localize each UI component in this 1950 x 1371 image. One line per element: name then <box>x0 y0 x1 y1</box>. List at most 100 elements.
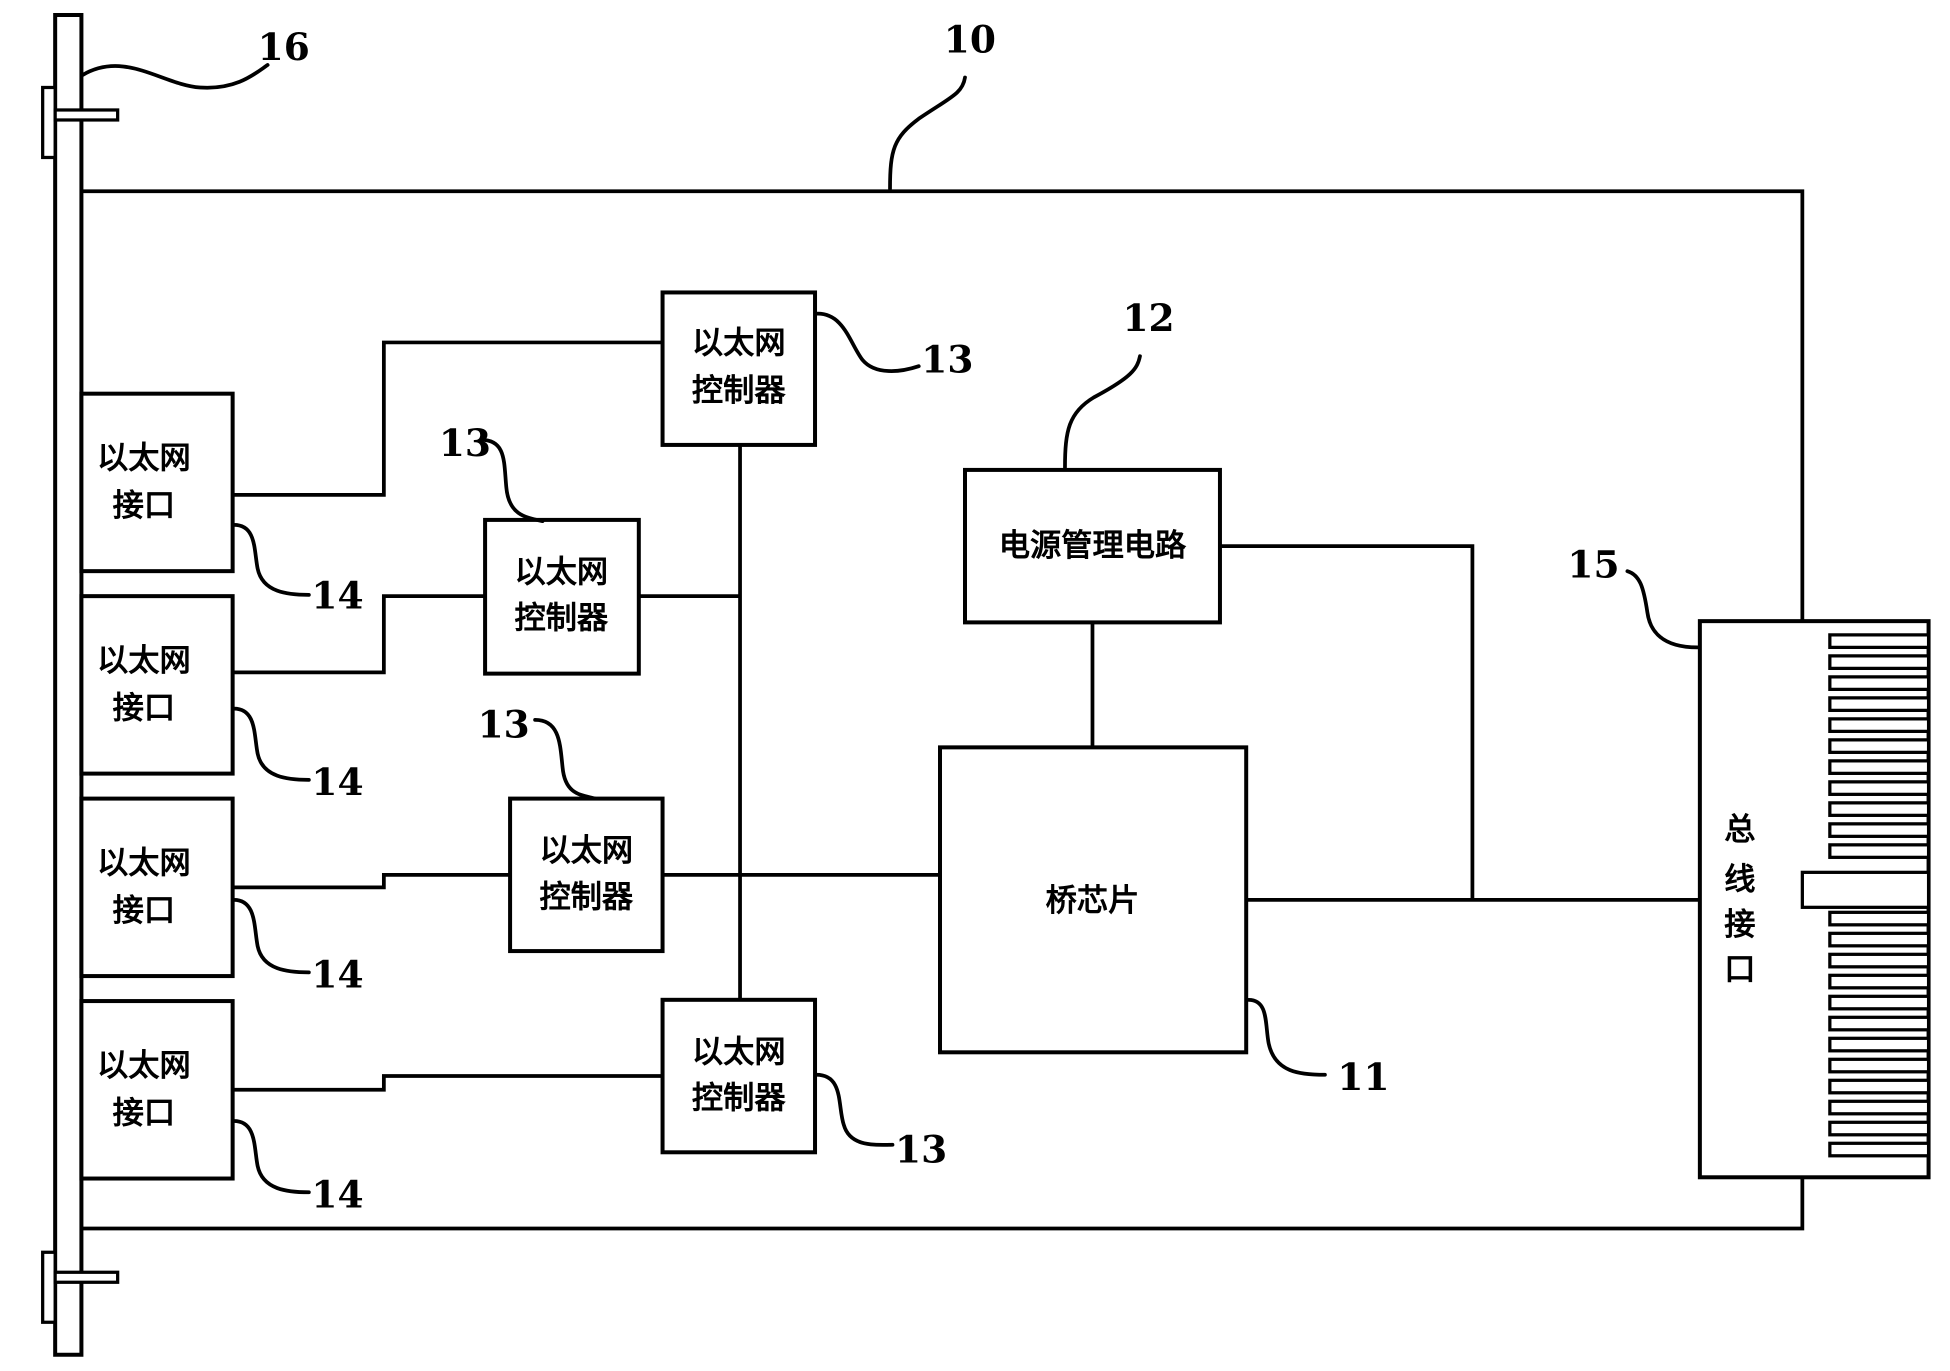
faceplate-bottom-bracket-arm <box>53 1270 120 1284</box>
ethernet-controller-box <box>508 796 665 954</box>
bridge-chip-box <box>938 745 1249 1055</box>
board-outline <box>81 189 1805 1231</box>
power-management-box <box>963 467 1222 625</box>
wire-iface1-ctrl1 <box>232 340 663 497</box>
connector-pin <box>1828 1120 1931 1137</box>
connector-pin <box>1828 931 1931 948</box>
ref-number-14: 14 <box>311 574 363 618</box>
ethernet-controller: 以太网 控制器 <box>483 517 641 676</box>
ethernet-interface-label-line2: 接口 <box>113 488 175 524</box>
ref-number-13: 13 <box>895 1127 947 1171</box>
leader-line-14 <box>232 897 311 975</box>
ref-number-14: 14 <box>311 760 363 804</box>
faceplate-top-bracket-plate <box>41 85 57 160</box>
faceplate <box>41 12 120 1357</box>
faceplate-bottom-bracket-plate <box>41 1250 57 1324</box>
leader-line-12 <box>1063 354 1142 470</box>
bus-interface-label-char: 口 <box>1724 952 1755 988</box>
leader-line-13-top <box>814 311 921 373</box>
ethernet-controller: 以太网 控制器 <box>508 796 665 954</box>
ethernet-interface-label-line2: 接口 <box>113 1096 175 1132</box>
ethernet-controller-label-line2: 控制器 <box>539 879 633 915</box>
leader-line-13-midleft <box>479 438 545 524</box>
faceplate-top-bracket-arm <box>53 108 120 122</box>
bridge-chip-label: 桥芯片 <box>1046 883 1140 919</box>
connector-pin <box>1828 1141 1931 1158</box>
ref-number-10: 10 <box>944 17 996 61</box>
ref-number-14: 14 <box>311 1172 363 1216</box>
ethernet-interface: 以太网 接口 <box>79 796 235 979</box>
wire-iface2-ctrl2 <box>232 594 486 675</box>
ref-number-13: 13 <box>439 421 491 465</box>
connector-pin <box>1828 822 1931 838</box>
ethernet-controller-label-line1: 以太网 <box>514 554 608 590</box>
connector-pin <box>1828 910 1931 927</box>
ethernet-interface: 以太网 接口 <box>79 391 235 574</box>
ref-number-15: 15 <box>1567 542 1619 586</box>
wire-iface3-ctrl3 <box>232 872 511 890</box>
ref-number-16: 16 <box>258 25 310 69</box>
connector-pin <box>1828 633 1931 650</box>
ethernet-controller-box <box>660 290 818 447</box>
reference-callouts: 16 10 13 13 13 13 12 11 15 14 14 14 14 <box>80 17 1700 1216</box>
bus-interface-label-char: 线 <box>1724 862 1755 898</box>
wiring <box>232 340 1700 1092</box>
ethernet-controller-label-line2: 控制器 <box>692 373 786 409</box>
leader-line-10 <box>888 75 967 191</box>
faceplate-bar <box>53 12 84 1357</box>
bus-interface-key <box>1800 870 1931 909</box>
connector-pin <box>1828 717 1931 733</box>
connector-pin <box>1828 675 1931 691</box>
connector-pin <box>1828 780 1931 796</box>
ref-number-13: 13 <box>478 702 530 746</box>
connector-pin <box>1828 1099 1931 1116</box>
connector-pin <box>1828 696 1931 712</box>
connector-pin <box>1828 1036 1931 1053</box>
ref-number-14: 14 <box>311 952 363 996</box>
leader-line-16 <box>80 63 270 90</box>
wire-power-bus <box>1219 544 1475 900</box>
connector-pin <box>1828 843 1931 859</box>
ethernet-controller-label-line1: 以太网 <box>692 1034 786 1070</box>
ethernet-controller-label-line1: 以太网 <box>539 833 633 869</box>
ethernet-controller-label-line1: 以太网 <box>692 326 786 362</box>
ethernet-controller-label-line2: 控制器 <box>692 1081 786 1117</box>
leader-line-15 <box>1625 569 1700 650</box>
ethernet-interface-label-line1: 以太网 <box>97 846 191 882</box>
ref-number-12: 12 <box>1122 296 1174 340</box>
connector-pin <box>1828 1015 1931 1032</box>
ethernet-controller-box <box>483 517 641 676</box>
ethernet-interface-box <box>79 999 235 1181</box>
wire-iface4-ctrl4 <box>232 1074 663 1092</box>
connector-pin <box>1828 973 1931 990</box>
ethernet-interface-label-line1: 以太网 <box>97 441 191 477</box>
ethernet-interface-box <box>79 594 235 776</box>
bus-interface: 总 线 接 口 <box>1697 619 1931 1180</box>
ethernet-controller: 以太网 控制器 <box>660 290 818 447</box>
ref-number-13: 13 <box>921 337 973 381</box>
ethernet-interface-label-line2: 接口 <box>113 691 175 727</box>
ref-number-11: 11 <box>1337 1055 1389 1099</box>
bus-interface-label-char: 总 <box>1724 812 1755 848</box>
ethernet-interface-label-line1: 以太网 <box>97 643 191 679</box>
connector-pin <box>1828 654 1931 671</box>
connector-pin <box>1828 738 1931 754</box>
connector-pin <box>1828 1078 1931 1095</box>
leader-line-14 <box>232 1119 311 1195</box>
power-management-circuit: 电源管理电路 <box>963 467 1222 625</box>
connector-pin <box>1828 994 1931 1011</box>
connector-pin <box>1828 1057 1931 1074</box>
leader-line-13-mid <box>533 717 597 801</box>
ethernet-interface: 以太网 接口 <box>79 999 235 1181</box>
connector-pin <box>1828 952 1931 969</box>
bridge-chip: 桥芯片 <box>938 745 1249 1055</box>
power-management-label: 电源管理电路 <box>999 528 1187 564</box>
ethernet-interface-box <box>79 796 235 979</box>
ethernet-interface-label-line1: 以太网 <box>97 1048 191 1084</box>
leader-line-13-bottom <box>814 1072 895 1147</box>
ethernet-interface-box <box>79 391 235 574</box>
bus-interface-label-char: 接 <box>1724 907 1755 943</box>
connector-pin <box>1828 759 1931 775</box>
